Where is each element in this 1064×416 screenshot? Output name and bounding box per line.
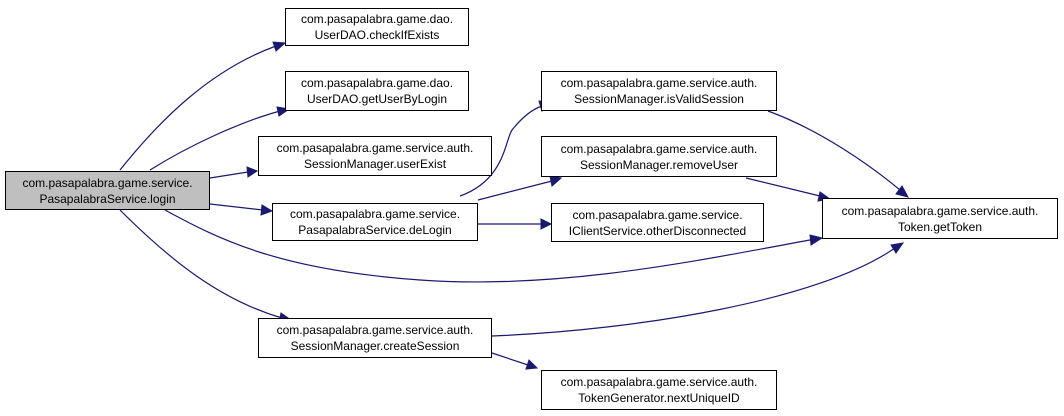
node-login-line2: PasapalabraService.login: [39, 191, 176, 206]
node-getToken-line2: Token.getToken: [897, 219, 983, 234]
node-checkIfExists-line1: com.pasapalabra.game.dao.: [300, 12, 454, 26]
arrowhead-getToken-from-createSession: [890, 242, 905, 254]
node-deLogin-line2: PasapalabraService.deLogin: [298, 223, 452, 237]
node-isValidSession-line1: com.pasapalabra.game.service.auth.: [560, 76, 758, 90]
node-checkIfExists-line2: UserDAO.checkIfExists: [314, 28, 440, 42]
arrowhead-removeUser: [549, 175, 563, 187]
edge-deLogin-removeUser: [477, 180, 553, 201]
node-getUserByLogin-line2: UserDAO.getUserByLogin: [306, 92, 448, 106]
node-createSession[interactable]: com.pasapalabra.game.service.auth. Sessi…: [258, 318, 492, 358]
edge-deLogin-isValidSession: [459, 105, 543, 197]
edge-login-getToken: [164, 209, 811, 283]
arrowhead-getToken-from-isValidSession: [895, 185, 909, 198]
node-login-line1: com.pasapalabra.game.service.: [22, 175, 193, 190]
node-createSession-line1: com.pasapalabra.game.service.auth.: [276, 323, 474, 337]
edge-login-userExist: [209, 171, 249, 179]
node-createSession-line2: SessionManager.createSession: [290, 339, 460, 353]
edge-isValidSession-getToken: [767, 110, 901, 191]
node-deLogin[interactable]: com.pasapalabra.game.service. Pasapalabr…: [272, 203, 478, 241]
edge-login-createSession: [119, 209, 283, 319]
edge-login-checkIfExists: [119, 45, 277, 171]
node-getToken-line1: com.pasapalabra.game.service.auth.: [841, 203, 1039, 218]
edge-login-deLogin: [209, 203, 264, 211]
node-userExist-line2: SessionManager.userExist: [303, 157, 447, 171]
node-getToken[interactable]: com.pasapalabra.game.service.auth. Token…: [822, 198, 1058, 239]
node-removeUser-line1: com.pasapalabra.game.service.auth.: [560, 141, 758, 156]
arrowhead-deLogin: [260, 204, 274, 216]
edge-removeUser-getToken: [745, 177, 821, 197]
node-getUserByLogin-line1: com.pasapalabra.game.dao.: [300, 76, 454, 90]
arrowhead-otherDisconnected: [540, 218, 553, 230]
node-otherDisconnected-line2: IClientService.otherDisconnected: [568, 223, 747, 238]
node-deLogin-line1: com.pasapalabra.game.service.: [289, 207, 461, 221]
node-userExist[interactable]: com.pasapalabra.game.service.auth. Sessi…: [258, 136, 492, 176]
node-isValidSession[interactable]: com.pasapalabra.game.service.auth. Sessi…: [541, 71, 777, 111]
node-getUserByLogin[interactable]: com.pasapalabra.game.dao. UserDAO.getUse…: [285, 71, 469, 111]
node-isValidSession-line2: SessionManager.isValidSession: [574, 92, 744, 106]
node-userExist-line1: com.pasapalabra.game.service.auth.: [276, 141, 474, 155]
edge-login-getUserByLogin: [149, 110, 281, 171]
node-nextUniqueID-line1: com.pasapalabra.game.service.auth.: [560, 375, 758, 389]
node-nextUniqueID-line2: TokenGenerator.nextUniqueID: [578, 391, 740, 405]
node-removeUser-line2: SessionManager.removeUser: [579, 157, 739, 172]
edge-createSession-getToken: [491, 247, 896, 337]
node-nextUniqueID[interactable]: com.pasapalabra.game.service.auth. Token…: [541, 370, 777, 410]
node-otherDisconnected[interactable]: com.pasapalabra.game.service. IClientSer…: [551, 203, 764, 242]
node-login[interactable]: com.pasapalabra.game.service. Pasapalabr…: [5, 171, 210, 210]
edge-createSession-nextUniqueID: [491, 352, 529, 366]
node-checkIfExists[interactable]: com.pasapalabra.game.dao. UserDAO.checkI…: [285, 8, 469, 46]
node-removeUser[interactable]: com.pasapalabra.game.service.auth. Sessi…: [541, 136, 777, 177]
node-otherDisconnected-line1: com.pasapalabra.game.service.: [572, 207, 743, 222]
arrowhead-checkIfExists: [272, 41, 287, 52]
arrowhead-getToken-from-login: [809, 234, 824, 246]
arrowhead-userExist: [246, 166, 259, 178]
arrowhead-nextUniqueID: [525, 359, 539, 370]
